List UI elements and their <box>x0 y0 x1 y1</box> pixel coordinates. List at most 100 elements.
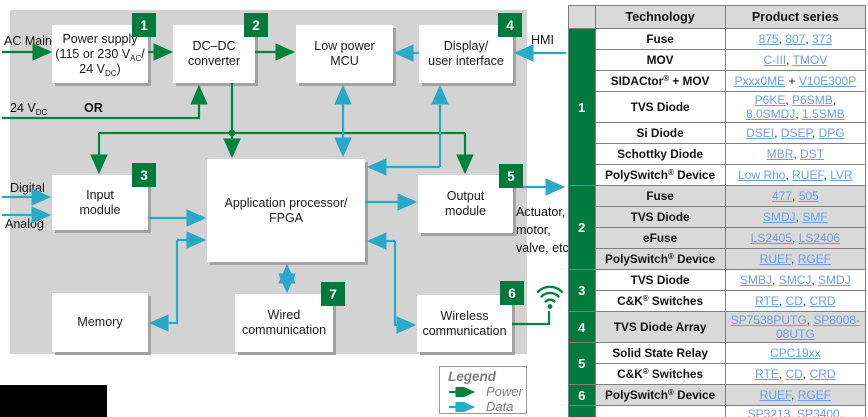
product-link[interactable]: LS2406 <box>798 231 841 245</box>
product-link[interactable]: SP3213 <box>747 407 791 417</box>
tag-3-input: 3 <box>132 163 156 187</box>
separator: , <box>772 273 779 287</box>
product-link[interactable]: CRD <box>809 367 836 381</box>
product-link[interactable]: 1.5SMB <box>802 107 845 121</box>
label-actuator: Actuator,motor,valve, etc. <box>516 205 573 255</box>
product-link[interactable]: RUEF <box>759 388 792 402</box>
legend-data-label: Data <box>486 399 514 414</box>
product-link[interactable]: SMDJ <box>818 273 851 287</box>
product-series-cell: RTE, CD, CRD <box>724 290 867 312</box>
product-link[interactable]: C-III <box>763 53 787 67</box>
table-header-product-series: Product series <box>724 5 867 29</box>
tag-2-dcdc: 2 <box>244 13 268 37</box>
separator: , <box>806 313 814 327</box>
product-link[interactable]: DST <box>800 147 825 161</box>
product-series-cell: P6KE, P6SMB, 8.0SMDJ, 1.5SMB <box>724 91 867 123</box>
separator: , <box>774 126 781 140</box>
product-link[interactable]: CRD <box>809 294 836 308</box>
separator: , <box>792 189 799 203</box>
tag-1-power-supply: 1 <box>132 13 156 37</box>
product-link[interactable]: RTE <box>755 367 779 381</box>
tag-4-display: 4 <box>498 13 522 37</box>
product-link[interactable]: 807 <box>785 32 806 46</box>
product-link[interactable]: SMDJ <box>763 210 796 224</box>
product-link[interactable]: CD <box>785 367 803 381</box>
product-link[interactable]: RUEF <box>759 252 792 266</box>
separator: , <box>791 388 798 402</box>
product-link[interactable]: SP3400 <box>797 407 840 417</box>
data-arrow-icon <box>449 401 476 412</box>
product-link[interactable]: SMCJ <box>778 273 812 287</box>
separator: , <box>792 231 799 245</box>
product-link[interactable]: RTE <box>755 294 779 308</box>
product-link[interactable]: 8.0SMDJ <box>745 107 796 121</box>
separator: , <box>832 93 837 107</box>
separator: , <box>785 168 793 182</box>
product-link[interactable]: LS2405 <box>750 231 793 245</box>
product-series-cell: RUEF, RGEF <box>724 384 867 406</box>
technology-cell: PolySwitch® Device <box>594 384 726 406</box>
separator: , <box>802 294 810 308</box>
separator: , <box>805 32 813 46</box>
product-link[interactable]: RUEF <box>792 168 824 182</box>
product-link[interactable]: 505 <box>798 189 819 203</box>
product-series-cell: RUEF, RGEF <box>724 248 867 270</box>
product-series-cell: SP7538PUTG, SP8008-08UTG <box>724 311 867 343</box>
separator: , <box>791 252 798 266</box>
product-link[interactable]: LVR <box>830 168 853 182</box>
redacted-logo-block <box>0 385 107 417</box>
product-link[interactable]: SP7538PUTG <box>730 313 807 327</box>
product-link[interactable]: TMOV <box>792 53 828 67</box>
product-link[interactable]: P6KE <box>754 93 786 107</box>
wifi-icon <box>536 285 564 309</box>
legend-power-label: Power <box>486 384 523 399</box>
label-or: OR <box>84 101 103 115</box>
product-link[interactable]: SMBJ <box>740 273 773 287</box>
product-link[interactable]: DPG <box>818 126 845 140</box>
separator: , <box>778 294 786 308</box>
product-link[interactable]: CD <box>785 294 803 308</box>
separator: , <box>778 32 786 46</box>
product-link[interactable]: CPC19xx <box>770 346 821 360</box>
product-link[interactable]: RGEF <box>797 252 832 266</box>
product-link[interactable]: 875 <box>758 32 779 46</box>
product-link[interactable]: Pxxx0ME <box>734 74 786 88</box>
product-link[interactable]: SMF <box>802 210 828 224</box>
separator: , <box>778 367 786 381</box>
group-number-2: 2 <box>568 185 596 270</box>
product-link[interactable]: 373 <box>812 32 833 46</box>
product-link[interactable]: RGEF <box>797 388 832 402</box>
label-24vdc: 24 VDC <box>10 101 48 117</box>
power-arrow-icon <box>449 386 476 397</box>
product-link[interactable]: SP8008-08UTG <box>776 313 861 341</box>
product-link[interactable]: DSEI <box>746 126 775 140</box>
product-series-cell: SP3213, SP3400, SM15/SP712, SP0201B, SP2… <box>724 405 867 417</box>
product-link[interactable]: P6SMB <box>792 93 833 107</box>
legend: Legend Power Data <box>439 366 527 414</box>
data-lines <box>2 44 566 334</box>
product-link[interactable]: Low Rho <box>738 168 786 182</box>
product-link[interactable]: MBR <box>766 147 794 161</box>
separator: , <box>793 147 801 161</box>
separator: , <box>839 407 844 417</box>
separator: , <box>823 168 831 182</box>
technology-cell: C&K® Switches <box>594 363 726 385</box>
technology-cell: MOV <box>594 49 726 71</box>
product-link[interactable]: 477 <box>771 189 793 203</box>
separator: , <box>795 107 803 121</box>
product-link[interactable]: DSEP <box>780 126 812 140</box>
product-link[interactable]: V10E300P <box>798 74 857 88</box>
tag-6-wireless: 6 <box>500 281 524 305</box>
